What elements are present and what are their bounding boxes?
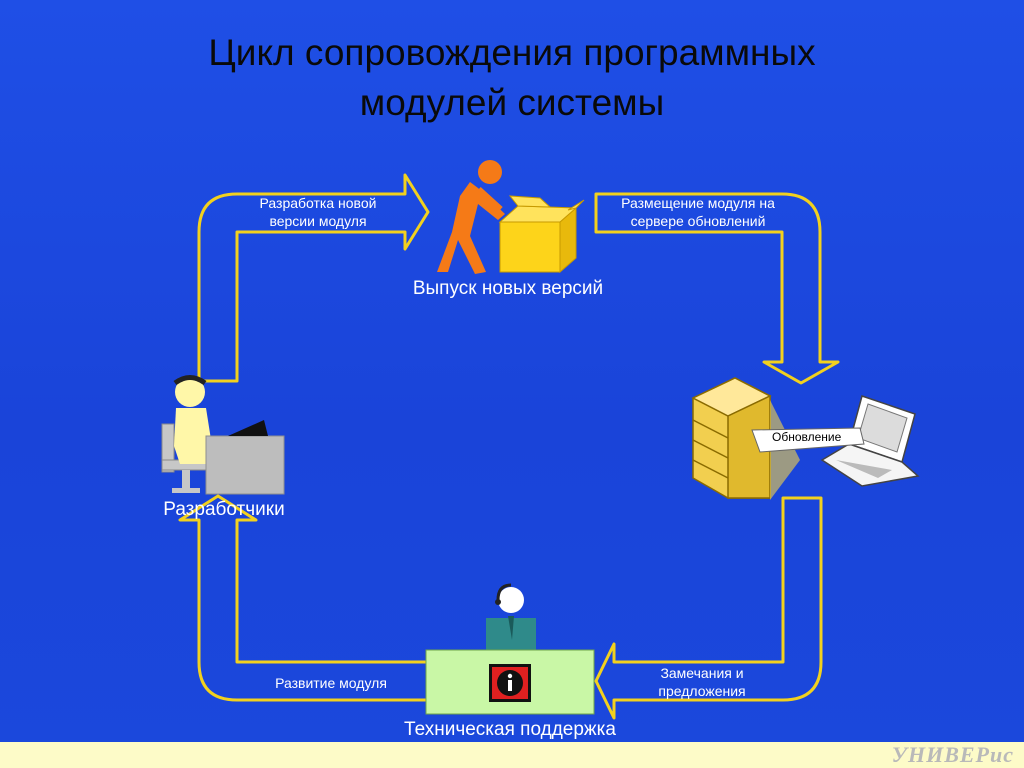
label-development: Разработка новой версии модуля bbox=[230, 194, 406, 230]
label-placement-line-1: Размещение модуля на bbox=[621, 195, 775, 211]
title-line-2: модулей системы bbox=[359, 82, 665, 123]
node-support: Техническая поддержка bbox=[404, 719, 616, 740]
label-feedback-line-1: Замечания и bbox=[660, 665, 744, 681]
server-rack-icon bbox=[691, 377, 800, 500]
arrow-placement bbox=[594, 192, 840, 385]
arrow-evolution bbox=[178, 494, 430, 702]
node-developers: Разработчики bbox=[163, 499, 285, 520]
arrow-development bbox=[197, 173, 430, 383]
arrow-feedback bbox=[594, 496, 823, 720]
title-line-1: Цикл сопровождения программных bbox=[208, 32, 816, 73]
label-development-line-1: Разработка новой bbox=[259, 195, 377, 211]
brand-logo: УНИВЕРис bbox=[891, 742, 1014, 767]
footer-bar: УНИВЕРис bbox=[0, 742, 1024, 768]
update-badge bbox=[751, 427, 865, 453]
label-evolution: Развитие модуля bbox=[275, 675, 387, 691]
laptop-icon bbox=[820, 395, 920, 487]
node-release: Выпуск новых версий bbox=[412, 278, 604, 299]
update-badge-text: Обновление bbox=[772, 430, 842, 444]
label-placement-line-2: сервере обновлений bbox=[630, 213, 766, 229]
label-feedback: Замечания и предложения bbox=[622, 664, 782, 700]
worker-with-box-icon bbox=[437, 160, 585, 274]
slide-title: Цикл сопровождения программных модулей с… bbox=[0, 28, 1024, 128]
support-operator-icon bbox=[486, 583, 536, 650]
label-feedback-line-2: предложения bbox=[658, 683, 746, 699]
label-placement: Размещение модуля на сервере обновлений bbox=[597, 194, 799, 230]
developer-at-computer-icon bbox=[161, 375, 285, 495]
label-development-line-2: версии модуля bbox=[269, 213, 367, 229]
info-sign-icon bbox=[489, 664, 531, 702]
